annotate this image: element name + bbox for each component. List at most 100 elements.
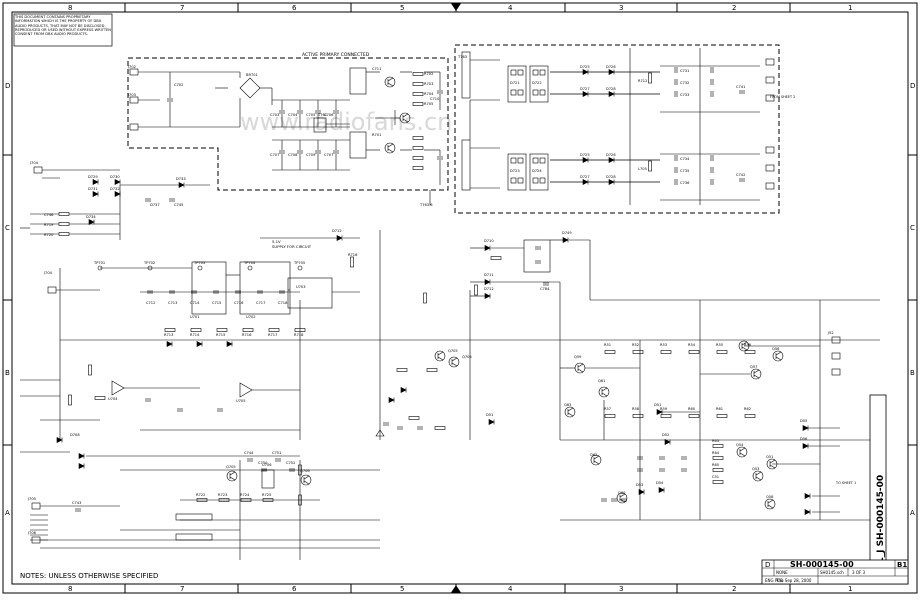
col-label-top: 6 <box>292 4 297 12</box>
ref-label: C707 <box>324 153 333 157</box>
transistor-symbol <box>736 446 748 458</box>
resistor-symbol <box>262 498 274 502</box>
resistor-symbol <box>490 256 502 260</box>
transistor-symbol <box>619 498 626 503</box>
ref-label: J703 <box>127 93 136 97</box>
transistor-symbol <box>226 470 238 482</box>
resistor-symbol <box>660 350 672 354</box>
ref-label: R62 <box>744 407 751 411</box>
ref-label: T763 <box>457 55 467 59</box>
ref-label: C744 <box>244 451 254 455</box>
connector-symbol <box>765 146 775 154</box>
ref-label: C743 <box>72 501 81 505</box>
ref-label: R703 <box>424 82 433 86</box>
ref-label: R57 <box>604 407 611 411</box>
proprietary-notice-text: THIS DOCUMENT CONTAINS PROPRIETARY INFOR… <box>15 15 111 37</box>
ref-label: C707 <box>270 153 279 157</box>
transistor-symbol <box>384 142 396 154</box>
row-label-left: A <box>5 509 10 517</box>
connector-symbol <box>129 123 139 131</box>
transistor-symbol <box>601 392 608 397</box>
transistor-symbol <box>590 454 602 466</box>
diode-symbol <box>484 293 491 299</box>
ref-label: C750 <box>258 461 268 465</box>
title-block: D SH-000145-00 B1 NONE SH0145.sch 3 OF 3… <box>761 559 909 585</box>
transistor-symbol <box>564 406 576 418</box>
ref-label: TP701 <box>93 261 105 265</box>
ref-label: D734 <box>86 215 96 219</box>
transformer-symbol <box>349 131 367 159</box>
ref-label: R725 <box>262 493 271 497</box>
transistor-symbol <box>434 350 446 362</box>
diode-cell <box>517 69 524 76</box>
diode-symbol <box>114 191 121 197</box>
diode-symbol <box>336 235 343 241</box>
transistor-symbol <box>387 148 394 153</box>
connector-symbol <box>31 502 41 510</box>
row-label-left: C <box>5 224 10 232</box>
ref-label: C714 <box>190 301 200 305</box>
resistor-symbol <box>648 72 652 84</box>
ref-label: R65 <box>712 463 719 467</box>
resistor-symbol <box>294 328 306 332</box>
resistor-symbol <box>412 72 424 76</box>
ref-label: D737 <box>150 203 160 207</box>
resistor-symbol <box>298 494 302 506</box>
resistor-symbol <box>632 414 644 418</box>
col-label-top: 3 <box>619 4 623 12</box>
col-label-top: 4 <box>508 4 513 12</box>
transistor-symbol <box>451 362 458 367</box>
ref-label: TP702 <box>143 261 155 265</box>
ref-label: J52 <box>827 331 834 335</box>
diode-symbol <box>484 279 491 285</box>
ref-label: D724 <box>532 169 542 173</box>
diode-cell <box>517 89 524 96</box>
resistor-symbol <box>350 256 354 268</box>
ref-label: R64 <box>712 451 720 455</box>
active-primary-region <box>127 57 449 191</box>
ref-label: R716 <box>242 333 252 337</box>
ref-label: R54 <box>688 343 696 347</box>
ref-label: R718 <box>294 333 304 337</box>
ref-label: R60 <box>688 407 696 411</box>
rail-label: 5.1V <box>272 239 281 244</box>
ref-label: D733 <box>176 177 186 181</box>
ref-label: D52 <box>662 433 669 437</box>
resistor-symbol <box>408 416 420 420</box>
ref-label: U702 <box>246 315 256 319</box>
title-date: Thu Sep 28, 2000 <box>775 578 812 583</box>
transistor-symbol <box>387 143 394 148</box>
ref-label: U703 <box>296 285 306 289</box>
ref-label: R56 <box>744 343 752 347</box>
resistor-symbol <box>744 350 756 354</box>
ref-label: C709 <box>306 153 316 157</box>
ref-label: C704 <box>288 113 298 117</box>
diode-symbol <box>178 182 185 188</box>
diode-cell <box>532 157 539 164</box>
ref-label: J706 <box>27 531 37 535</box>
from-sheet-label: FROM SHEET 2 <box>770 95 795 99</box>
diode-cell <box>510 89 517 96</box>
ref-label: C751 <box>272 451 281 455</box>
transformer-symbol <box>349 67 367 95</box>
resistor-symbol <box>412 136 424 140</box>
transformer-symbol <box>313 117 327 133</box>
ref-label: R61 <box>716 407 723 411</box>
diode-symbol <box>78 463 85 469</box>
transistor-symbol <box>593 460 600 465</box>
resistor-symbol <box>242 328 254 332</box>
ref-label: D727 <box>580 175 590 179</box>
diode-symbol <box>582 179 589 185</box>
ref-label: C735 <box>680 169 689 173</box>
diode-symbol <box>804 509 811 515</box>
diode-symbol <box>166 341 173 347</box>
ref-label: D710 <box>484 239 494 243</box>
transformer-winding <box>461 139 471 191</box>
diode-cell <box>539 89 546 96</box>
ref-label: R702 <box>424 72 433 76</box>
ref-label: TP705 <box>293 261 305 265</box>
transistor-symbol <box>775 356 782 361</box>
transistor-symbol <box>601 387 608 392</box>
ref-label: C705 <box>306 113 315 117</box>
transistor-symbol <box>448 356 460 368</box>
